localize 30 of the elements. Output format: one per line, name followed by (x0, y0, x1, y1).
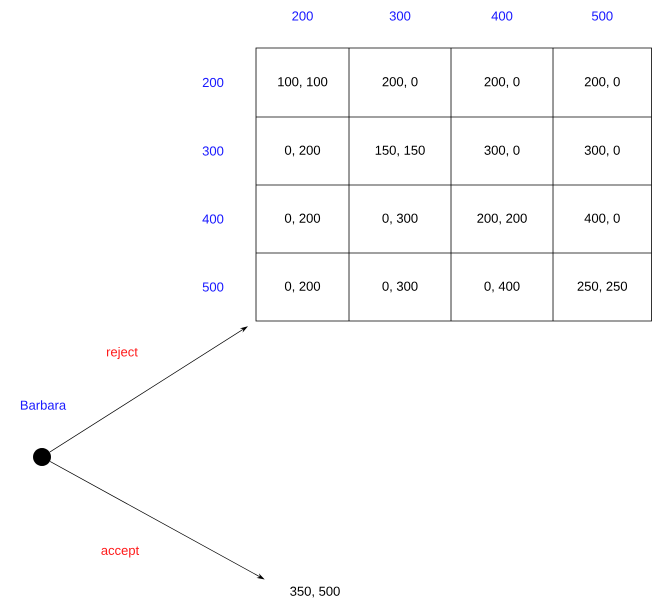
payoff-cell: 300, 0 (584, 146, 620, 156)
row-header: 200 (202, 78, 224, 88)
edge-label: accept (101, 546, 140, 558)
decision-dot (33, 448, 51, 466)
row-header: 300 (202, 146, 224, 156)
column-header: 300 (390, 11, 410, 21)
row-header: 500 (202, 282, 224, 292)
column-header: 200 (292, 11, 313, 21)
payoff-cell: 0, 200 (284, 282, 320, 292)
column-header: 500 (592, 11, 613, 21)
payoff-cell: 200, 0 (584, 77, 620, 88)
edge-label: reject (106, 346, 138, 360)
payoff-cell: 100, 100 (278, 77, 328, 88)
payoff-text: 350, 500 (290, 586, 340, 598)
payoff-cell: 200, 0 (382, 77, 418, 88)
payoff-table (256, 48, 652, 322)
player-name: Barbara (20, 400, 66, 410)
payoff-cell: 400, 0 (584, 214, 620, 224)
payoff-cell: 200, 200 (477, 214, 527, 224)
payoff-cell: 0, 300 (382, 214, 418, 224)
payoff-cell: 150, 150 (376, 146, 425, 156)
payoff-cell: 0, 400 (484, 282, 520, 292)
payoff-cell: 0, 200 (284, 146, 320, 156)
payoff-cell: 300, 0 (484, 146, 520, 156)
payoff-cell: 200, 0 (484, 77, 520, 88)
column-header: 400 (491, 11, 512, 21)
payoff-cell: 0, 200 (284, 214, 320, 224)
payoff-cell: 250, 250 (578, 282, 628, 292)
payoff-cell: 0, 300 (382, 282, 418, 292)
row-header: 400 (202, 214, 224, 224)
